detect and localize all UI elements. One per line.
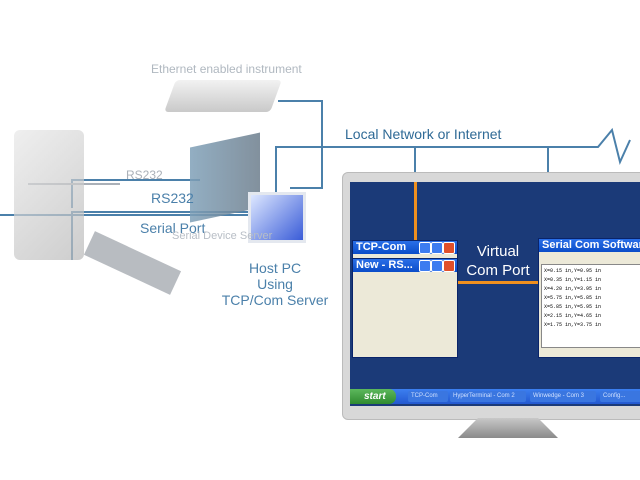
- network-line: [275, 127, 631, 230]
- start-button[interactable]: start: [350, 389, 396, 404]
- tcp-com-title: TCP-Com: [356, 241, 407, 253]
- rs232-label-a: RS232: [126, 168, 163, 182]
- minimize-button[interactable]: [419, 260, 431, 272]
- taskbar-item[interactable]: HyperTerminal - Com 2: [450, 391, 526, 402]
- serial-line: X=4.20 in,Y=3.95 in: [544, 286, 602, 292]
- maximize-button[interactable]: [431, 242, 443, 254]
- serial-com-title: Serial Com Software: [542, 239, 640, 251]
- maximize-button[interactable]: [431, 260, 443, 272]
- virtual-com-label: Virtual Com Port: [458, 242, 538, 280]
- host-pc-line: Using: [257, 276, 293, 292]
- network-label: Local Network or Internet: [345, 126, 502, 142]
- serial-com-window[interactable]: Serial Com Software X=0.15 in,Y=0.95 in …: [538, 238, 640, 358]
- serial-line: X=2.15 in,Y=4.65 in: [544, 313, 602, 319]
- screen: Virtual Com Port TCP-Com New - RS... Ser…: [350, 182, 640, 406]
- serial-line: X=5.85 in,Y=5.95 in: [544, 304, 602, 310]
- host-pc-image: [248, 192, 306, 243]
- serial-line: X=1.75 in,Y=3.75 in: [544, 322, 602, 328]
- taskbar: start TCP-Com HyperTerminal - Com 2 Winw…: [350, 389, 640, 404]
- balance-image: [14, 130, 84, 260]
- minimize-button[interactable]: [419, 242, 431, 254]
- instrument-link: [278, 100, 323, 189]
- ethernet-instrument-label: Ethernet enabled instrument: [151, 62, 302, 76]
- host-pc-line: TCP/Com Server: [221, 292, 329, 308]
- close-button[interactable]: [443, 260, 455, 272]
- serial-output: X=0.15 in,Y=0.95 in X=0.35 in,Y=1.15 in …: [541, 264, 640, 348]
- serial-line: X=5.75 in,Y=5.85 in: [544, 295, 602, 301]
- new-rs-window[interactable]: New - RS...: [352, 258, 458, 358]
- close-button[interactable]: [443, 242, 455, 254]
- ethernet-instrument-image: [164, 80, 282, 112]
- serial-line: X=0.15 in,Y=0.95 in: [544, 268, 602, 274]
- virtual-com-line: Com Port: [466, 262, 530, 279]
- serial-port-label: Serial Port: [140, 220, 206, 236]
- serial-device-server-label: Serial Device Server: [172, 230, 273, 242]
- virtual-com-link: [458, 281, 540, 284]
- taskbar-item[interactable]: Winwedge - Com 3: [530, 391, 596, 402]
- rs232-label-b: RS232: [151, 190, 194, 206]
- monitor-stand: [458, 418, 558, 438]
- taskbar-item[interactable]: Config...: [600, 391, 640, 402]
- host-pc-line: Host PC: [248, 260, 302, 276]
- host-pc-label: Host PC Using TCP/Com Server: [220, 260, 330, 308]
- virtual-com-line: Virtual: [476, 243, 520, 260]
- virtual-com-link: [414, 182, 417, 240]
- serial-line: X=0.35 in,Y=1.15 in: [544, 277, 602, 283]
- new-rs-title: New - RS...: [356, 259, 413, 271]
- taskbar-item[interactable]: TCP-Com: [408, 391, 448, 402]
